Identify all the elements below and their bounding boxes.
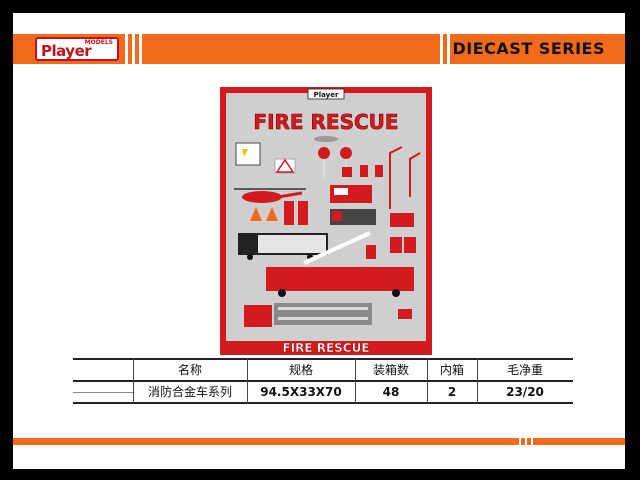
barricade — [398, 309, 412, 319]
table-divider — [133, 358, 134, 404]
car-carrier-trailer — [274, 303, 372, 325]
extinguisher-1 — [284, 201, 294, 225]
carrier-deck — [278, 317, 368, 320]
cell-spec: 94.5X33X70 — [260, 385, 342, 399]
stop-sign-1 — [318, 147, 330, 159]
stop-sign-2 — [340, 147, 352, 159]
helicopter — [242, 191, 282, 203]
table-divider — [247, 358, 248, 404]
row-marker — [73, 392, 133, 393]
series-title: DIECAST SERIES — [452, 39, 605, 58]
triangle-sign-icon — [275, 158, 295, 173]
oil-drum-2 — [390, 237, 402, 253]
table-divider — [355, 358, 356, 404]
catalog-page: MODELS Player DIECAST SERIES Player FIRE… — [13, 13, 625, 469]
header-inner-box: 内箱 — [439, 363, 464, 377]
footer-band — [13, 438, 625, 445]
wheel — [247, 254, 253, 260]
wheel — [392, 289, 400, 297]
card-title-bottom: FIRE RESCUE — [282, 341, 369, 355]
traffic-cone-2 — [266, 207, 278, 221]
fire-sign — [235, 142, 261, 166]
warning-sign-icon — [242, 149, 248, 157]
header-quantity: 装箱数 — [372, 363, 409, 377]
hydrant-1 — [342, 167, 352, 177]
container-body — [258, 235, 326, 253]
table-divider — [477, 358, 478, 404]
header-stripes-left — [125, 34, 155, 64]
table-rule-bottom — [73, 402, 573, 404]
card-title-top: FIRE RESCUE — [253, 110, 398, 134]
extinguisher-2 — [298, 201, 308, 225]
traffic-cone-1 — [250, 207, 262, 221]
table-rule-mid — [73, 380, 573, 382]
helicopter-tail — [277, 191, 303, 199]
oil-drum-1 — [366, 245, 376, 259]
card-footer — [220, 341, 432, 355]
oil-drum-3 — [404, 237, 416, 253]
street-lamp-2 — [409, 152, 421, 197]
truck-ladder — [303, 231, 371, 265]
hanger-hole — [314, 136, 338, 142]
barrier — [390, 213, 414, 227]
product-image: Player FIRE RESCUE — [220, 87, 432, 355]
spec-table: 名称 规格 装箱数 内箱 毛净重 消防合金车系列 94.5X33X70 48 2… — [13, 358, 625, 408]
table-divider — [427, 358, 428, 404]
logo-models-text: MODELS — [84, 39, 113, 46]
cell-weight: 23/20 — [506, 385, 544, 399]
cell-name: 消防合金车系列 — [147, 385, 232, 399]
header-stripes-right — [440, 34, 470, 64]
card-brand-tag — [307, 88, 345, 100]
cell-quantity: 48 — [382, 385, 400, 399]
tanker-cab — [332, 211, 342, 221]
logo-player-text: Player — [41, 42, 92, 60]
street-lamp-1 — [389, 146, 403, 209]
cell-inner-box: 2 — [447, 385, 457, 399]
ladder-fire-truck — [266, 267, 414, 291]
carrier-deck — [278, 307, 368, 310]
header-spec: 规格 — [288, 363, 313, 377]
header-name: 名称 — [177, 363, 202, 377]
table-rule-top — [73, 358, 573, 360]
hydrant-2 — [360, 165, 368, 177]
player-logo: MODELS Player — [35, 37, 119, 61]
card-brand-text: Player — [314, 91, 339, 99]
header-weight: 毛净重 — [506, 363, 543, 377]
hydrant-3 — [375, 165, 383, 177]
small-truck-window — [334, 188, 348, 195]
car-carrier-cab — [244, 305, 272, 327]
wheel — [278, 289, 286, 297]
